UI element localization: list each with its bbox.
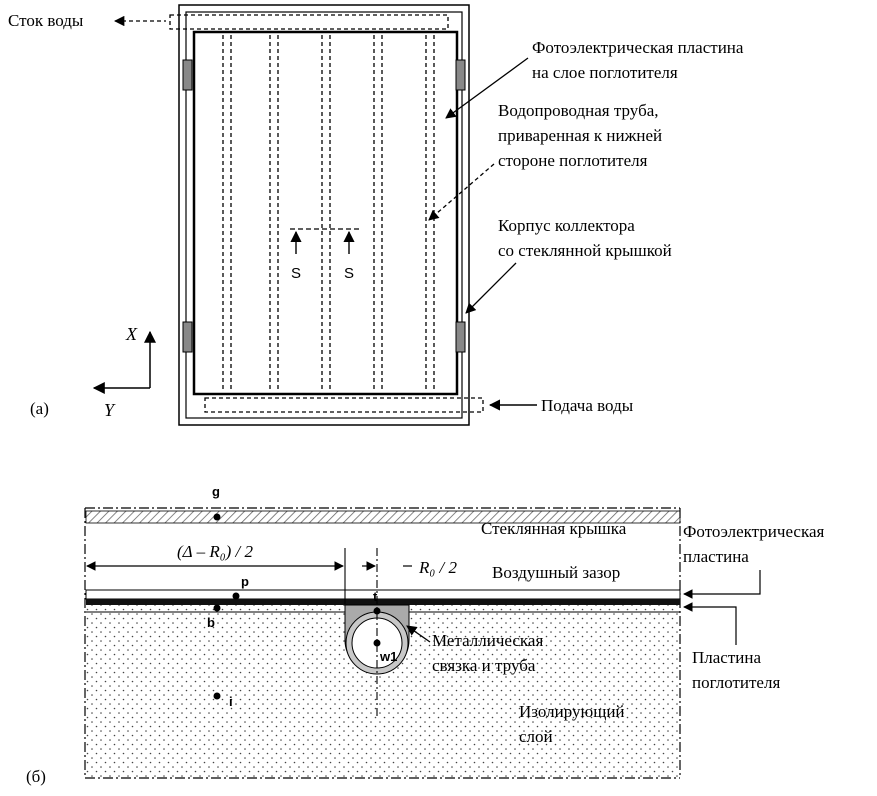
absorber-plate xyxy=(192,30,459,396)
point-w1-label: w1 xyxy=(379,649,397,664)
pv-plate-dark-band xyxy=(86,599,680,605)
point-t-marker xyxy=(373,607,381,615)
y-axis-label: Y xyxy=(104,400,116,420)
supply-header xyxy=(204,397,484,413)
pv-label-2: пластина xyxy=(683,547,749,566)
pipe-label-3: стороне поглотителя xyxy=(498,151,648,170)
point-t-label: t xyxy=(373,589,378,604)
pv-plate-label-2: на слое поглотителя xyxy=(532,63,678,82)
drain-header xyxy=(169,14,449,30)
mounting-brackets xyxy=(182,59,466,353)
cross-section-view: (Δ – R₀) / 2 R₀ / 2 g p b i t w1 Стеклян… xyxy=(26,484,825,786)
metal-bond-label-2: связка и труба xyxy=(432,656,536,675)
air-gap-label: Воздушный зазор xyxy=(492,563,620,582)
metal-bond-arrow xyxy=(406,625,431,643)
point-w1-marker xyxy=(373,639,381,647)
point-p-marker xyxy=(232,592,240,600)
collector-housing-inner xyxy=(185,11,463,419)
top-view: S S X Y (а) Сток воды Фотоэлектрическая … xyxy=(8,4,744,426)
insulation-label-2: слой xyxy=(519,727,553,746)
section-label-left: S xyxy=(291,265,301,282)
point-i-label: i xyxy=(229,694,233,709)
glass-cover-layer xyxy=(85,510,681,524)
pv-callout-line xyxy=(683,570,761,599)
drain-label: Сток воды xyxy=(8,11,84,30)
pipe-label-1: Водопроводная труба, xyxy=(498,101,659,120)
absorber-label-2: поглотителя xyxy=(692,673,780,692)
housing-label-1: Корпус коллектора xyxy=(498,216,635,235)
pv-label-1: Фотоэлектрическая xyxy=(683,522,825,541)
collector-housing-outer xyxy=(178,4,470,426)
point-i-marker xyxy=(213,692,221,700)
glass-cover-label: Стеклянная крышка xyxy=(481,519,627,538)
absorber-label-1: Пластина xyxy=(692,648,761,667)
point-b-label: b xyxy=(207,615,215,630)
pipe-arrow xyxy=(428,163,495,221)
absorber-callout-line xyxy=(683,602,737,645)
pipe-label-2: приваренная к нижней xyxy=(498,126,662,145)
supply-label: Подача воды xyxy=(541,396,634,415)
part-a-tag: (а) xyxy=(30,399,49,418)
pv-plate-layer xyxy=(85,589,681,600)
half-radius-label: R₀ / 2 xyxy=(418,558,458,577)
pv-plate-arrow xyxy=(445,57,529,119)
metal-bond-label-1: Металлическая xyxy=(432,631,543,650)
x-axis-label: X xyxy=(125,324,138,344)
section-label-right: S xyxy=(344,265,354,282)
point-p-label: p xyxy=(241,574,249,589)
pv-plate-label-1: Фотоэлектрическая пластина xyxy=(532,38,744,57)
point-g-label: g xyxy=(212,484,220,499)
housing-label-2: со стеклянной крышкой xyxy=(498,241,672,260)
riser-tubes xyxy=(222,35,435,392)
half-spacing-label: (Δ – R₀) / 2 xyxy=(177,542,254,561)
point-b-marker xyxy=(213,604,221,612)
point-g-marker xyxy=(213,513,221,521)
insulation-label-1: Изолирующий xyxy=(519,702,625,721)
part-b-tag: (б) xyxy=(26,767,46,786)
housing-arrow xyxy=(465,262,517,314)
